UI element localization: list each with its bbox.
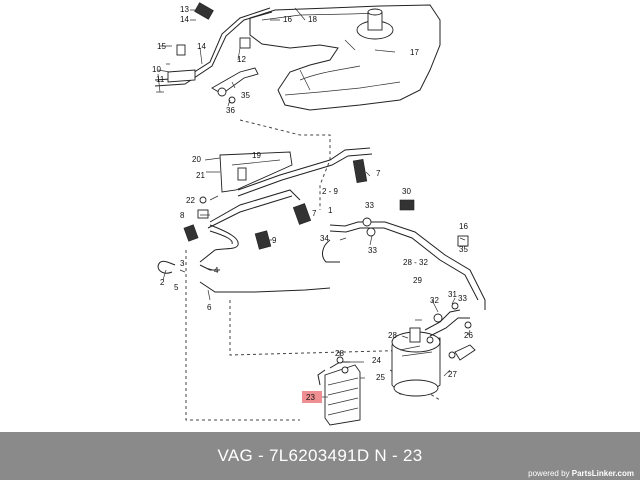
part-footer-bar: VAG - 7L6203491D N - 23 powered by Parts…: [0, 432, 640, 480]
callout-32[interactable]: 32: [430, 296, 439, 305]
callout-22[interactable]: 22: [186, 196, 195, 205]
fuel-tank: [249, 4, 441, 111]
callout-3[interactable]: 3: [180, 259, 185, 268]
callout-17[interactable]: 17: [410, 48, 419, 57]
callout-34[interactable]: 34: [320, 234, 329, 243]
callout-27[interactable]: 27: [448, 370, 457, 379]
callout-18[interactable]: 18: [308, 15, 317, 24]
callout-14b[interactable]: 14: [197, 42, 206, 51]
callout-12[interactable]: 12: [237, 55, 246, 64]
part-number-label: VAG - 7L6203491D N - 23: [217, 446, 423, 465]
callout-labels: 13 14 18 16 17 15 14 12 10 11 35 36 20 1…: [152, 5, 473, 403]
top-left-components: [154, 2, 273, 104]
main-pipes: [157, 147, 486, 310]
callout-35[interactable]: 35: [241, 91, 250, 100]
callout-35b[interactable]: 35: [459, 245, 468, 254]
callout-20[interactable]: 20: [192, 155, 201, 164]
callout-21[interactable]: 21: [196, 171, 205, 180]
callout-25[interactable]: 25: [376, 373, 385, 382]
callout-28a[interactable]: 28: [388, 331, 397, 340]
callout-1[interactable]: 1: [328, 206, 333, 215]
callout-8[interactable]: 8: [180, 211, 185, 220]
callout-29[interactable]: 29: [413, 276, 422, 285]
callout-7a[interactable]: 7: [376, 169, 381, 178]
brackets: [183, 151, 469, 250]
callout-31[interactable]: 31: [448, 290, 457, 299]
callout-23-highlighted[interactable]: 23: [306, 393, 315, 402]
powered-by-label[interactable]: powered by PartsLinker.com: [528, 469, 634, 478]
callout-36[interactable]: 36: [226, 106, 235, 115]
callout-16[interactable]: 16: [283, 15, 292, 24]
callout-14[interactable]: 14: [180, 15, 189, 24]
callout-30[interactable]: 30: [402, 187, 411, 196]
callout-2[interactable]: 2: [160, 278, 165, 287]
callout-33c[interactable]: 33: [458, 294, 467, 303]
callout-19[interactable]: 19: [252, 151, 261, 160]
callout-7b[interactable]: 7: [312, 209, 317, 218]
callout-5[interactable]: 5: [174, 283, 179, 292]
callout-6[interactable]: 6: [207, 303, 212, 312]
callout-4[interactable]: 4: [214, 266, 219, 275]
highlight-box: [302, 391, 322, 403]
leader-lines: [157, 7, 471, 379]
callout-26[interactable]: 26: [464, 331, 473, 340]
partslinker-brand[interactable]: PartsLinker.com: [571, 469, 634, 478]
callout-24[interactable]: 24: [372, 356, 381, 365]
callout-10[interactable]: 10: [152, 65, 161, 74]
callout-16b[interactable]: 16: [459, 222, 468, 231]
callout-range-28-32[interactable]: 28 - 32: [403, 258, 428, 267]
fuel-filter-assembly: [391, 302, 476, 397]
callout-11[interactable]: 11: [156, 75, 165, 84]
callout-33a[interactable]: 33: [365, 201, 374, 210]
fuel-cooler: [317, 356, 361, 426]
callout-13[interactable]: 13: [180, 5, 189, 14]
callout-9[interactable]: 9: [272, 236, 277, 245]
callout-15[interactable]: 15: [157, 42, 166, 51]
parts-diagram: 13 14 18 16 17 15 14 12 10 11 35 36 20 1…: [152, 2, 486, 426]
callout-range-2-9[interactable]: 2 - 9: [322, 187, 339, 196]
callout-28b[interactable]: 28: [335, 349, 344, 358]
callout-33b[interactable]: 33: [368, 246, 377, 255]
powered-prefix: powered by: [528, 469, 570, 478]
dashed-routing-line: [185, 119, 441, 421]
